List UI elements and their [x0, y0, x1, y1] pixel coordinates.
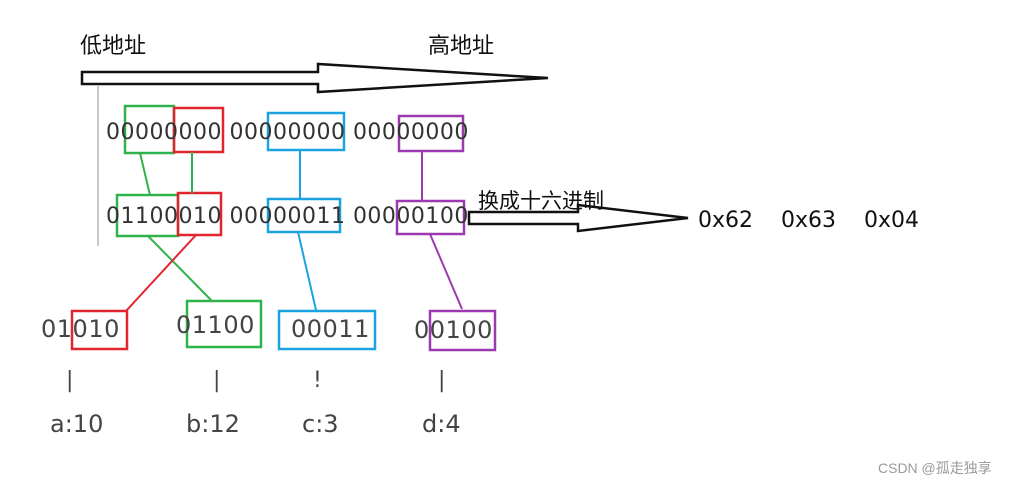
row2-bits: 01100010 00000011 00000100 [106, 204, 469, 229]
field-d-tick: | [438, 368, 446, 393]
convert-arrow [467, 203, 689, 233]
var-a-label: a:10 [50, 410, 104, 438]
green-connector-2 [147, 235, 212, 301]
field-d-prefix: 0 [414, 316, 430, 344]
field-d-value: 0100 [429, 316, 493, 344]
row1-purple-box [397, 114, 465, 153]
field-a-value: 010 [72, 315, 120, 343]
field-b-bits: 01100 [176, 311, 255, 339]
field-c-tick: ! [313, 368, 322, 393]
blue-connector-2 [297, 231, 317, 311]
low-address-label: 低地址 [80, 34, 147, 59]
field-c-value: 00011 [291, 315, 370, 343]
field-b-prefix: 0 [176, 311, 192, 339]
var-c-label: c:3 [302, 410, 339, 438]
field-a-prefix: 01 [41, 315, 73, 343]
high-address-label: 高地址 [428, 34, 495, 59]
field-d-box [428, 309, 497, 352]
row1-bits-full: 00000000 00000000 00000000 [106, 120, 469, 145]
row1-red-box [172, 106, 225, 154]
convert-label: 换成十六进制 [478, 189, 604, 213]
field-a-bits: 01010 [41, 315, 120, 343]
green-connector-1 [139, 152, 151, 196]
row2-red-box [176, 191, 223, 237]
field-b-value: 1100 [191, 311, 255, 339]
purple-connector-2 [429, 233, 463, 310]
var-b-label: b:12 [186, 410, 240, 438]
field-c-bits: 00011 [291, 315, 370, 343]
hex-value-2: 0x63 [781, 208, 837, 233]
field-b-tick: | [213, 368, 221, 393]
field-b-box [185, 299, 263, 349]
field-c-box [277, 309, 377, 351]
red-connector-2 [125, 234, 197, 312]
watermark: CSDN @孤走独享 [878, 460, 992, 476]
hex-value-1: 0x62 [698, 208, 754, 233]
hex-value-3: 0x04 [864, 208, 920, 233]
row1-blue-box [266, 111, 346, 152]
row2-blue-box [266, 197, 342, 234]
field-a-box [70, 309, 129, 351]
field-a-tick: | [66, 368, 74, 393]
field-d-bits: 00100 [414, 316, 493, 344]
var-d-label: d:4 [422, 410, 461, 438]
address-arrow [80, 62, 549, 94]
